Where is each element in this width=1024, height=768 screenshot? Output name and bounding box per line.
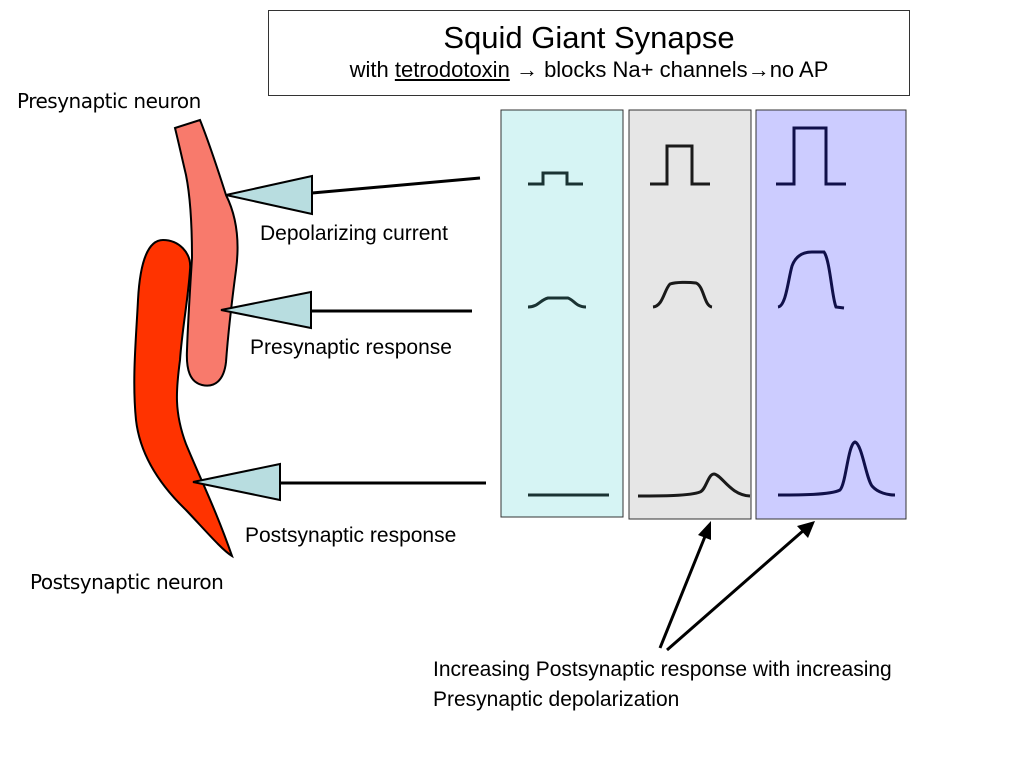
diagram-title: Squid Giant Synapse: [443, 20, 735, 55]
diagram-subtitle: with tetrodotoxin → blocks Na+ channels→…: [269, 57, 909, 83]
caption-line-1: Increasing Postsynaptic response with in…: [433, 658, 892, 681]
presynaptic-neuron-label: Presynaptic neuron: [17, 89, 201, 113]
caption: Increasing Postsynaptic response with in…: [433, 655, 892, 715]
panel-2: [628, 109, 752, 520]
panel-3-current-trace: [776, 126, 846, 186]
subtitle-tetrodotoxin: tetrodotoxin: [394, 57, 510, 82]
panel-1-presynaptic-trace: [527, 296, 587, 309]
panel-2-presynaptic-trace: [652, 280, 713, 309]
subtitle-end: no AP: [769, 57, 829, 82]
electrode-middle-tip: [220, 290, 312, 330]
title-box: Squid Giant Synapse with tetrodotoxin → …: [268, 10, 910, 96]
panel-3: [755, 109, 907, 520]
caption-line-2: Presynaptic depolarization: [433, 688, 680, 711]
presynaptic-neuron-shape: [173, 118, 239, 387]
electrode-top-tip: [225, 174, 313, 216]
subtitle-arrow: →: [515, 57, 538, 82]
panel-1: [500, 109, 624, 518]
caption-arrowhead-2: [797, 521, 815, 538]
postsynaptic-neuron-shape: [133, 238, 234, 559]
presynaptic-response-label: Presynaptic response: [250, 336, 452, 359]
postsynaptic-response-label: Postsynaptic response: [245, 524, 457, 547]
panel-1-current-trace: [528, 171, 583, 186]
subtitle-arrow-2: →: [747, 57, 770, 82]
caption-arrowhead-1: [698, 521, 711, 540]
depolarizing-current-label: Depolarizing current: [260, 222, 448, 245]
panel-3-postsynaptic-trace: [777, 440, 896, 497]
panel-3-presynaptic-trace: [777, 250, 845, 310]
caption-arrow-1: [658, 533, 708, 649]
panel-2-postsynaptic-trace: [637, 472, 751, 498]
caption-arrows: [658, 521, 815, 652]
subtitle-prefix: with: [349, 57, 395, 82]
electrode-middle: [220, 290, 472, 330]
electrode-top: [225, 174, 481, 216]
electrode-bottom: [192, 462, 486, 502]
panel-2-current-trace: [650, 144, 710, 186]
postsynaptic-neuron-label: Postsynaptic neuron: [30, 570, 224, 594]
subtitle-mid: blocks Na+ channels: [544, 57, 748, 82]
electrode-top-wire: [311, 176, 481, 195]
caption-arrow-2: [666, 528, 805, 652]
